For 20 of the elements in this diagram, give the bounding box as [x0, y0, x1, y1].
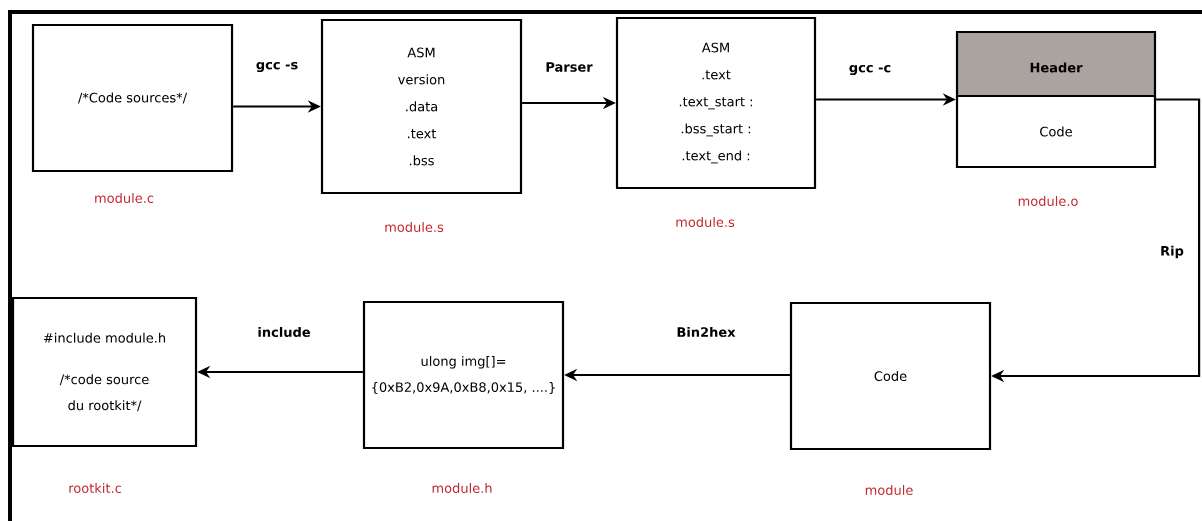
file-name-label: module.s [676, 216, 735, 228]
edge-label: Rip [1159, 244, 1185, 260]
process-box: #include module.h /*code source du rootkit*/ [11, 296, 198, 448]
edge-label: Parser [544, 61, 594, 73]
process-box: Code [789, 301, 992, 451]
file-name-label: module.h [432, 482, 492, 494]
process-box: ASM version .data .text .bss [320, 18, 523, 195]
process-box: ulong img[]= {0xB2,0x9A,0xB8,0x15, ....} [362, 300, 565, 450]
edge-label: include [256, 325, 312, 338]
file-name-label: module [865, 484, 913, 496]
edge-label: Bin2hex [675, 325, 737, 338]
file-name-label: module.s [385, 221, 444, 233]
file-name-label: rootkit.c [69, 482, 121, 494]
process-box: /*Code sources*/ [31, 23, 234, 173]
object-file-box: Header Code [955, 30, 1157, 169]
edge-label: gcc -c [847, 63, 893, 77]
file-name-label: module.c [95, 192, 154, 204]
file-name-label: module.o [1018, 195, 1078, 207]
edge-label: gcc -s [254, 60, 300, 74]
process-box: ASM .text .text_start : .bss_start : .text_end : [615, 16, 817, 190]
